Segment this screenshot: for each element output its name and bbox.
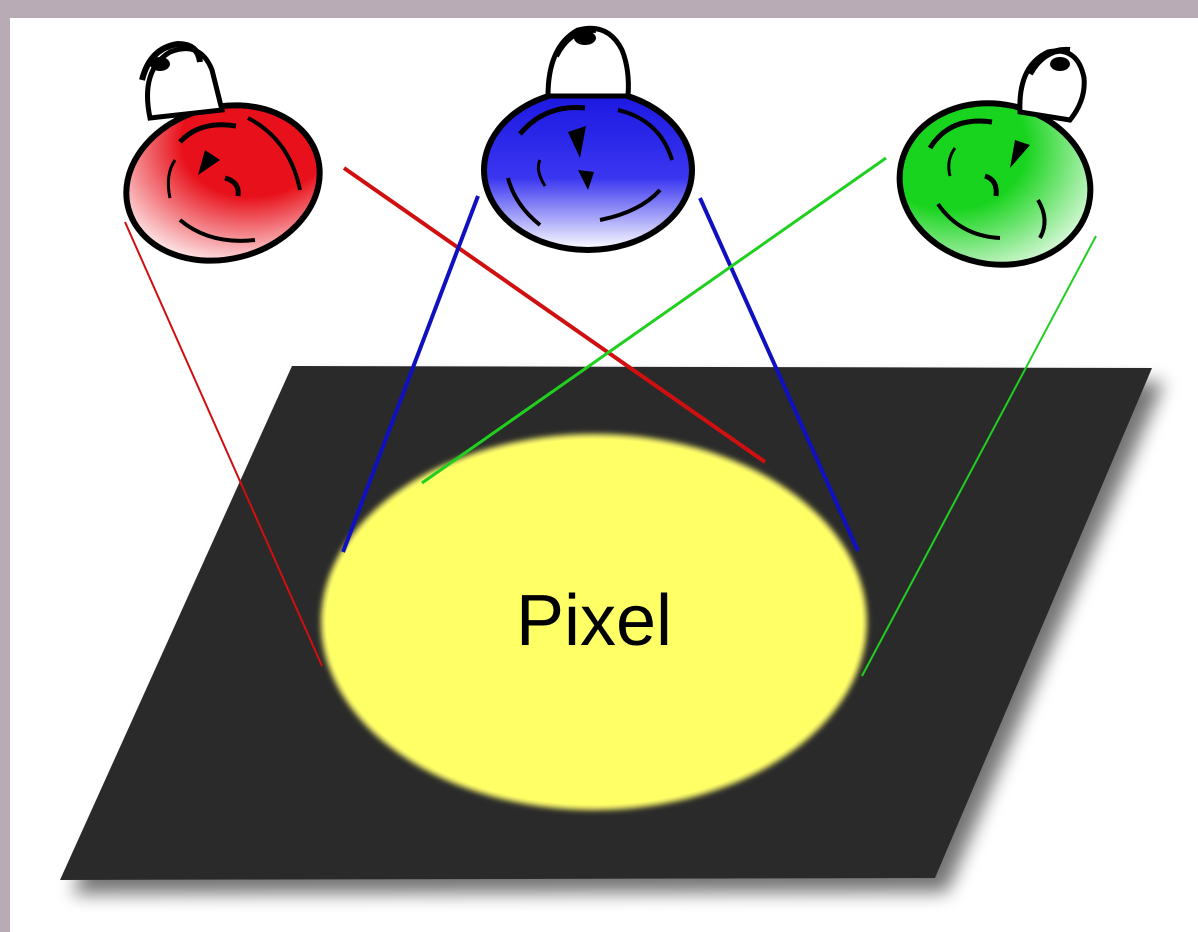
pixel-label: Pixel	[516, 581, 672, 661]
pixel-ellipse-fill	[326, 439, 862, 805]
red-bulb-icon	[123, 40, 323, 264]
green-beam-right	[861, 235, 1097, 677]
red-beam-left	[124, 221, 323, 667]
blue-beam-right	[698, 197, 860, 552]
green-beam-left	[421, 156, 887, 485]
blue-beam-left	[341, 195, 480, 553]
red-beam-right	[342, 166, 767, 464]
blue-bulb-icon	[481, 25, 695, 253]
green-bulb-icon	[896, 46, 1094, 268]
